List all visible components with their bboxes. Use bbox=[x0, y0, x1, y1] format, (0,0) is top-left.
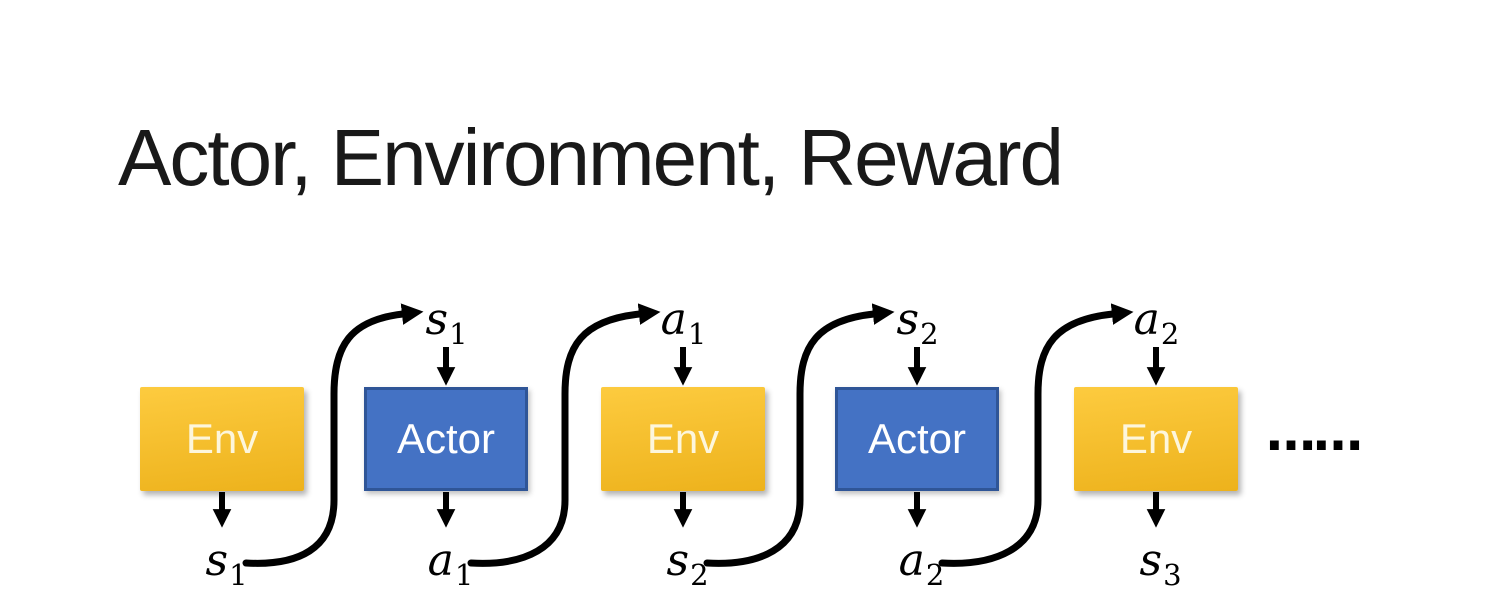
label-base: s bbox=[896, 294, 920, 345]
curved-arrow-s2-to-actor bbox=[703, 303, 895, 567]
state-label-s1-top: s1 bbox=[406, 298, 486, 349]
label-sub: 2 bbox=[925, 558, 945, 592]
actor-box-1: Actor bbox=[364, 387, 528, 491]
action-label-a2-bottom: a2 bbox=[881, 539, 961, 590]
curved-arrow-s1-to-actor bbox=[242, 303, 424, 567]
env-box-2: Env bbox=[601, 387, 765, 491]
label-sub: 1 bbox=[449, 317, 468, 351]
label-sub: 2 bbox=[920, 317, 939, 351]
action-label-a1-top: a1 bbox=[643, 298, 723, 349]
label-sub: 2 bbox=[1160, 317, 1180, 351]
action-label-a2-top: a2 bbox=[1116, 298, 1196, 349]
slide-title: Actor, Environment, Reward bbox=[118, 113, 1064, 202]
state-label-s2-top: s2 bbox=[877, 298, 957, 349]
label-sub: 3 bbox=[1163, 558, 1182, 592]
label-base: a bbox=[898, 535, 925, 586]
label-base: a bbox=[660, 294, 687, 345]
env-box-1-label: Env bbox=[185, 415, 259, 462]
env-box-2-label: Env bbox=[646, 415, 720, 462]
actor-box-2-label: Actor bbox=[867, 415, 967, 462]
label-base: s bbox=[666, 535, 690, 586]
env-box-3: Env bbox=[1074, 387, 1238, 491]
action-label-a1-bottom: a1 bbox=[410, 539, 490, 590]
label-sub: 1 bbox=[454, 558, 474, 592]
label-base: s bbox=[1139, 535, 1163, 586]
label-sub: 1 bbox=[687, 317, 707, 351]
actor-box-2: Actor bbox=[835, 387, 999, 491]
state-label-s1-bottom: s1 bbox=[186, 539, 266, 590]
continuation-ellipsis: …… bbox=[1266, 404, 1363, 462]
label-base: a bbox=[1133, 294, 1160, 345]
curved-arrow-a2-to-env bbox=[938, 303, 1134, 567]
env-box-1: Env bbox=[140, 387, 304, 491]
label-base: s bbox=[425, 294, 449, 345]
label-sub: 1 bbox=[229, 558, 248, 592]
actor-box-1-label: Actor bbox=[396, 415, 496, 462]
state-label-s2-bottom: s2 bbox=[647, 539, 727, 590]
state-label-s3-bottom: s3 bbox=[1120, 539, 1200, 590]
env-box-3-label: Env bbox=[1119, 415, 1193, 462]
label-sub: 2 bbox=[690, 558, 709, 592]
curved-arrow-a1-to-env bbox=[467, 303, 661, 567]
label-base: s bbox=[205, 535, 229, 586]
label-base: a bbox=[427, 535, 454, 586]
